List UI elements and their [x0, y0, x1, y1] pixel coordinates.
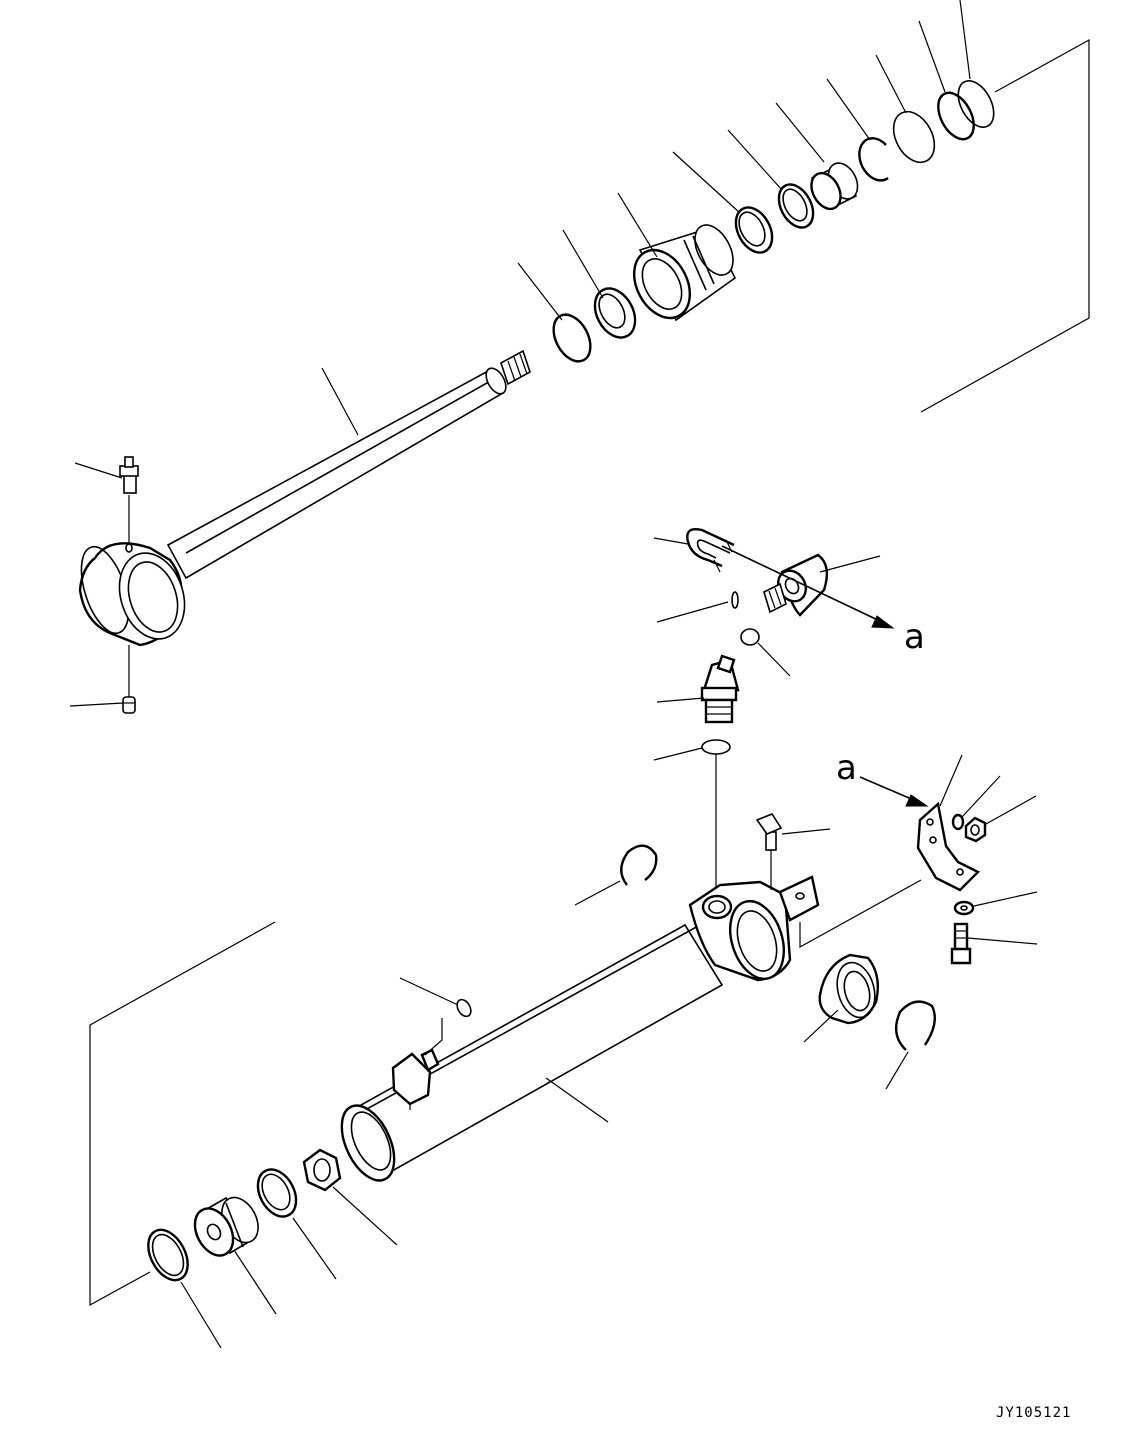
cylinder-tube	[340, 923, 724, 1182]
snap-ring-lower-right	[894, 1000, 936, 1051]
c-ring-upper	[858, 137, 889, 182]
rod-end-eye	[78, 542, 186, 647]
grease-fitting-bottom-icon	[122, 696, 136, 714]
grease-fitting-tube-icon	[755, 813, 783, 890]
flat-washer-icon	[953, 900, 975, 916]
tube-head-end	[688, 875, 820, 982]
upper-group-frame	[920, 38, 1090, 413]
o-ring-upper-a	[892, 110, 936, 164]
leader-lines	[69, 0, 1038, 1349]
piston	[193, 1196, 259, 1257]
piston-rod	[166, 349, 531, 580]
o-ring-small-a	[731, 591, 739, 609]
bushing-upper	[810, 162, 859, 211]
u-bolt-icon	[686, 528, 735, 573]
o-ring-upper-c	[957, 80, 995, 128]
o-ring-tube-port	[456, 998, 472, 1018]
cylinder-head	[632, 224, 737, 322]
lower-group-frame	[89, 921, 276, 1307]
callout-arrow-lower	[859, 776, 929, 807]
snap-ring-upper	[552, 313, 592, 363]
hex-bolt-icon	[950, 922, 972, 965]
nut-icon	[964, 816, 987, 843]
bearing	[818, 953, 879, 1025]
o-ring-medium	[701, 739, 731, 755]
spring-washer-icon	[951, 813, 965, 831]
o-ring-small-b	[740, 628, 760, 646]
callout-label-upper: a	[904, 617, 925, 657]
backup-ring-upper	[777, 183, 815, 229]
elbow-fitting-lower	[700, 654, 740, 724]
bracket-group-frame	[799, 879, 922, 949]
drawing-code: JY105121	[996, 1405, 1072, 1421]
mounting-bracket	[916, 801, 981, 892]
wear-ring-lower	[256, 1168, 298, 1218]
piston-seal-lower	[147, 1228, 189, 1282]
callout-label-lower: a	[836, 748, 857, 788]
snap-ring-lower-left	[620, 844, 658, 886]
wear-ring-upper-a	[734, 206, 774, 254]
rod-seal-upper	[593, 287, 637, 339]
o-ring-upper-b	[937, 91, 975, 141]
elbow-fitting-upper	[763, 553, 829, 617]
callout-arrow-upper	[721, 545, 895, 629]
piston-nut	[302, 1148, 342, 1192]
grease-fitting-top-icon	[119, 456, 139, 494]
